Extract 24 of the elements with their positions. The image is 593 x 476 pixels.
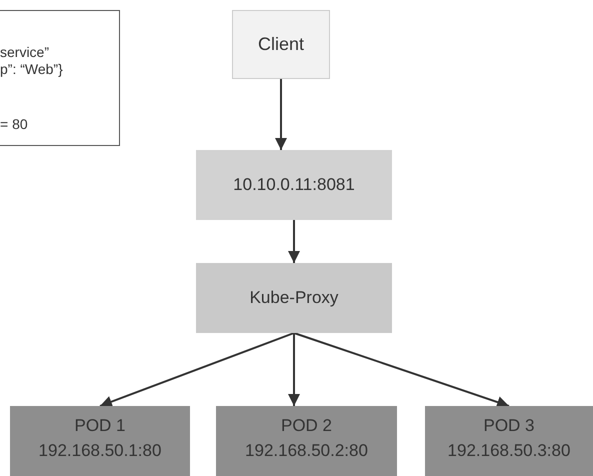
pod-name: POD 3 xyxy=(483,415,535,437)
note-text: service” xyxy=(0,44,50,61)
arrow xyxy=(275,79,287,150)
pod-address: 192.168.50.3:80 xyxy=(448,440,570,462)
node-label: Kube-Proxy xyxy=(250,288,338,308)
address-box xyxy=(196,150,392,220)
pod-box xyxy=(425,406,593,476)
arrow xyxy=(294,332,510,408)
proxy-box xyxy=(196,263,392,333)
arrow xyxy=(100,332,294,408)
client-box xyxy=(232,10,330,79)
pod-name: POD 1 xyxy=(74,415,126,437)
note-text: = 80 xyxy=(0,116,28,133)
note-box xyxy=(0,10,120,146)
arrow xyxy=(288,333,300,406)
pod-name: POD 2 xyxy=(280,415,332,437)
node-label: 10.10.0.11:8081 xyxy=(233,175,355,195)
arrow xyxy=(288,220,300,263)
pod-box xyxy=(216,406,397,476)
pod-box xyxy=(10,406,190,476)
node-label: Client xyxy=(258,34,304,55)
pod-address: 192.168.50.2:80 xyxy=(245,440,368,462)
pod-address: 192.168.50.1:80 xyxy=(38,440,162,462)
note-text: p”: “Web”} xyxy=(0,61,63,78)
